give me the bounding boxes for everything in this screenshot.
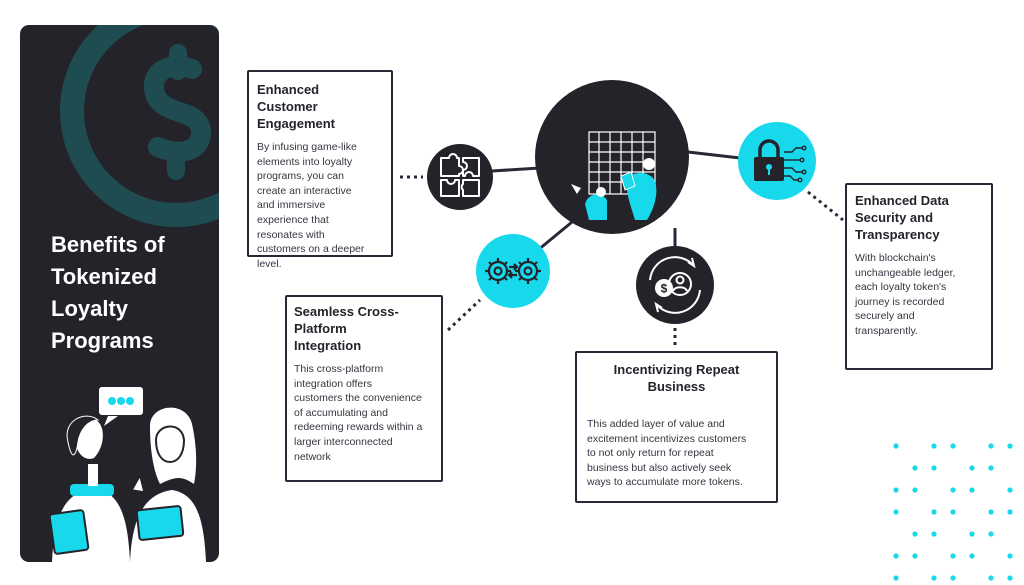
- people-collaborating-board-icon: [571, 131, 657, 220]
- integration-title: Seamless Cross- Platform Integration: [294, 304, 399, 353]
- grid-dot: [969, 487, 975, 493]
- grid-dot: [950, 487, 956, 493]
- security-title: Enhanced Data Security and Transparency: [855, 193, 949, 242]
- center-hub: [535, 80, 689, 234]
- grid-dot: [969, 553, 975, 559]
- grid-dot: [931, 465, 937, 471]
- grid-dot: [931, 575, 937, 581]
- grid-dot: [988, 509, 994, 515]
- grid-dot: [969, 531, 975, 537]
- repeat-business-card: Incentivizing Repeat Business This added…: [575, 351, 778, 503]
- grid-dot: [1007, 553, 1013, 559]
- dollar-person-cycle-icon: $: [649, 256, 701, 314]
- grid-dot: [1007, 575, 1013, 581]
- grid-dot: [912, 553, 918, 559]
- grid-dot: [931, 443, 937, 449]
- gears-exchange-icon: [485, 258, 541, 284]
- grid-dot: [988, 575, 994, 581]
- security-card: Enhanced Data Security and Transparency …: [845, 183, 993, 370]
- grid-dot: [950, 575, 956, 581]
- grid-dot: [931, 509, 937, 515]
- people-illustration: [48, 385, 206, 562]
- grid-dot: [893, 487, 899, 493]
- grid-dot: [988, 531, 994, 537]
- engagement-body: By infusing game-like elements into loya…: [257, 141, 365, 270]
- grid-dot: [950, 443, 956, 449]
- grid-dot: [969, 465, 975, 471]
- grid-dot: [893, 509, 899, 515]
- lock-node: [738, 122, 816, 200]
- panel-title: Benefits of Tokenized Loyalty Programs: [51, 232, 165, 353]
- repeat-business-title: Incentivizing Repeat Business: [613, 362, 740, 394]
- puzzle-node: [427, 144, 493, 210]
- repeat-node: $: [636, 246, 714, 324]
- svg-text:$: $: [661, 282, 668, 296]
- puzzle-icon: [440, 153, 480, 197]
- grid-dot: [912, 465, 918, 471]
- decorative-dot-grid: [893, 443, 1013, 581]
- integration-body: This cross-platform integration offers c…: [294, 363, 423, 463]
- grid-dot: [1007, 487, 1013, 493]
- security-body: With blockchain's unchangeable ledger, e…: [855, 252, 956, 337]
- grid-dot: [988, 443, 994, 449]
- engagement-card: Enhanced Customer Engagement By infusing…: [247, 70, 393, 270]
- grid-dot: [912, 531, 918, 537]
- circuit-lock-icon: [754, 139, 807, 183]
- grid-dot: [893, 553, 899, 559]
- grid-dot: [1007, 443, 1013, 449]
- grid-dot: [988, 465, 994, 471]
- grid-dot: [912, 487, 918, 493]
- ellipsis-speech-bubble-icon: [97, 385, 145, 426]
- grid-dot: [893, 575, 899, 581]
- grid-dot: [950, 553, 956, 559]
- grid-dot: [893, 443, 899, 449]
- grid-dot: [1007, 509, 1013, 515]
- repeat-business-body: This added layer of value and excitement…: [587, 418, 747, 489]
- gears-node: [476, 234, 550, 308]
- grid-dot: [931, 531, 937, 537]
- engagement-title: Enhanced Customer Engagement: [257, 82, 336, 131]
- dollar-sign-icon: [60, 25, 219, 227]
- left-panel: Benefits of Tokenized Loyalty Programs: [20, 25, 219, 562]
- grid-dot: [950, 509, 956, 515]
- integration-card: Seamless Cross- Platform Integration Thi…: [285, 295, 443, 482]
